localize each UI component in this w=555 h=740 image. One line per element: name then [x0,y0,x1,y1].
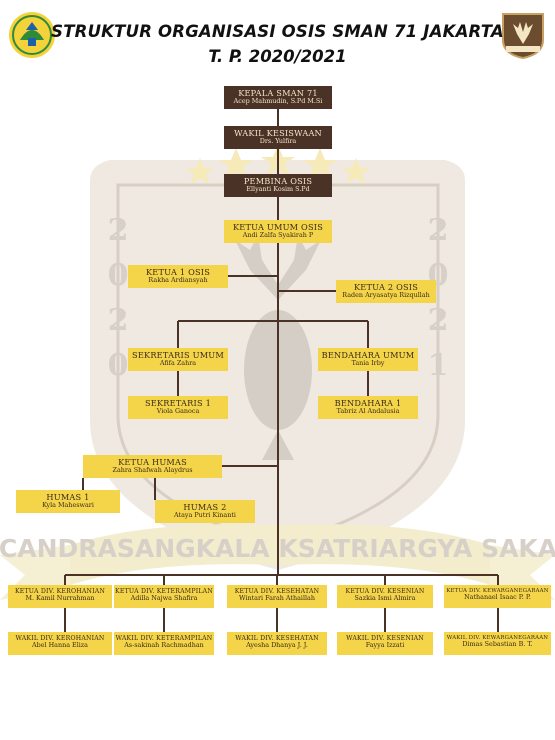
svg-text:2: 2 [108,213,129,248]
svg-text:0: 0 [108,348,129,383]
svg-text:0: 0 [108,258,129,293]
svg-text:2: 2 [428,303,449,338]
page-subtitle: T. P. 2020/2021 [208,47,347,66]
svg-text:1: 1 [428,348,449,383]
svg-text:2: 2 [108,303,129,338]
svg-text:2: 2 [428,213,449,248]
tut-wuri-handayani-logo [9,12,55,58]
school-crest-logo [502,13,544,60]
page-title: STRUKTUR ORGANISASI OSIS SMAN 71 JAKARTA [51,22,504,41]
